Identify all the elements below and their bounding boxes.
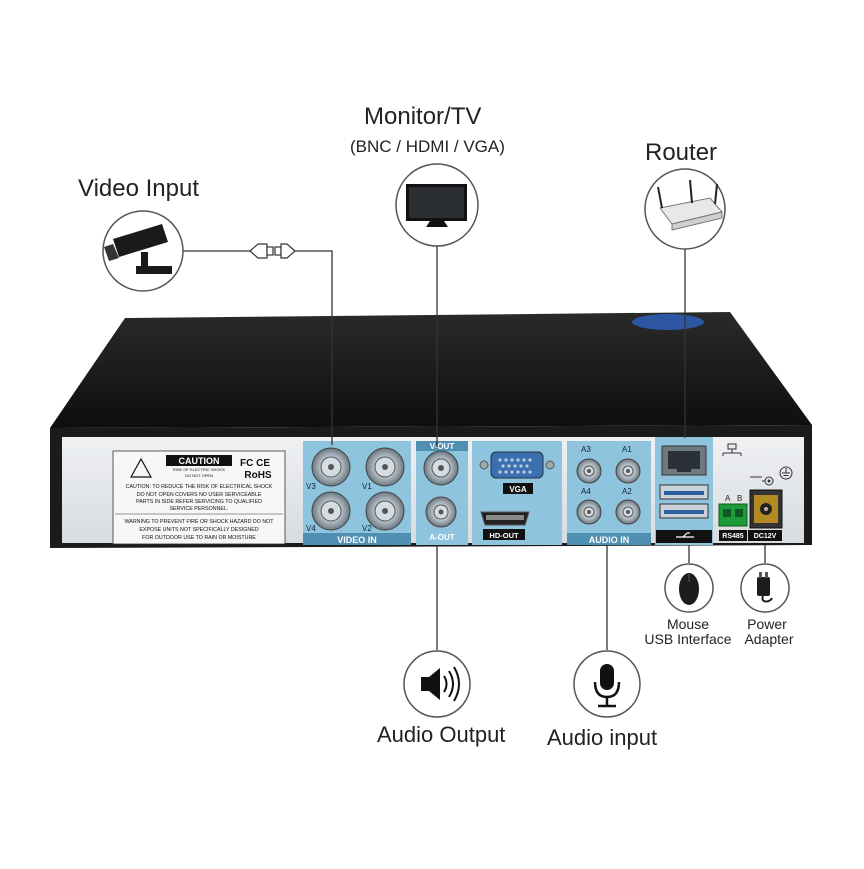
dc12v-label: DC12V	[754, 533, 777, 540]
vga-label: VGA	[509, 485, 527, 494]
svg-text:A: A	[725, 494, 731, 503]
video-input-label: Video Input	[78, 175, 199, 202]
usb-symbol-icon	[676, 532, 694, 538]
rca-port-a-out	[425, 496, 457, 528]
power-adapter-icon	[740, 563, 790, 613]
speaker-icon	[403, 650, 471, 718]
svg-text:V2: V2	[362, 524, 372, 533]
svg-text:CAUTION: TO REDUCE THE RISK OF: CAUTION: TO REDUCE THE RISK OF ELECTRICA…	[126, 484, 273, 490]
svg-text:PARTS IN SIDE REFER SERVICING: PARTS IN SIDE REFER SERVICING TO QUALIFI…	[136, 499, 262, 505]
svg-text:A1: A1	[622, 445, 632, 454]
svg-text:WARNING TO PREVENT FIRE OR SHO: WARNING TO PREVENT FIRE OR SHOCK HAZARD …	[124, 519, 274, 525]
svg-text:FOR OUTDOOR USE TO RAIN OR MOI: FOR OUTDOOR USE TO RAIN OR MOISTURE	[142, 535, 256, 541]
rs485-label: RS485	[722, 533, 744, 540]
rohs-mark: RoHS	[244, 470, 272, 481]
router-label: Router	[645, 139, 718, 166]
rca-port-a2	[615, 499, 641, 525]
monitor-tv-label: Monitor/TV	[364, 103, 482, 130]
rs485-power-ports: A B RS485 DC12V	[718, 443, 793, 541]
bnc-port-v1	[365, 447, 405, 487]
dvr-top-cover	[50, 312, 812, 428]
mouse-icon	[664, 563, 714, 613]
video-in-ports: VIDEO IN V3 V1 V4 V2	[303, 441, 411, 545]
bnc-port-v4	[311, 491, 351, 531]
bnc-port-v3	[311, 447, 351, 487]
router-icon	[644, 168, 726, 250]
audio-output-label: Audio Output	[377, 722, 506, 747]
audio-in-label: AUDIO IN	[589, 535, 630, 545]
audio-in-ports: AUDIO IN A3 A1 A4 A2	[567, 441, 651, 545]
svg-text:A4: A4	[581, 487, 591, 496]
rca-port-a3	[576, 458, 602, 484]
ground-symbol-icon	[779, 466, 793, 480]
svg-text:RISK OF ELECTRIC SHOCK: RISK OF ELECTRIC SHOCK	[173, 467, 226, 472]
rca-port-a4	[576, 499, 602, 525]
svg-text:A3: A3	[581, 445, 591, 454]
v-out-label: V-OUT	[430, 442, 455, 451]
warning-triangle-icon	[129, 457, 153, 478]
power-label: Power	[747, 616, 787, 632]
microphone-icon	[573, 650, 641, 718]
adapter-label: Adapter	[744, 631, 794, 647]
audio-input-label: Audio input	[547, 725, 658, 750]
brand-badge	[632, 314, 704, 330]
bnc-port-v-out	[423, 450, 459, 486]
a-out-label: A-OUT	[429, 533, 454, 542]
svg-text:V4: V4	[306, 524, 316, 533]
svg-text:DO NOT OPEN COVERS NO USER SER: DO NOT OPEN COVERS NO USER SERVICEABLE	[137, 492, 262, 498]
svg-text:B: B	[737, 494, 742, 503]
bnc-port-v2	[365, 491, 405, 531]
mouse-label: Mouse	[666, 616, 710, 632]
vga-hdmi-ports: VGA HD-OUT	[472, 441, 562, 545]
monitor-icon	[395, 163, 479, 247]
monitor-tv-sub-label: (BNC / HDMI / VGA)	[350, 137, 505, 156]
caution-title: CAUTION	[179, 456, 220, 466]
network-symbol-icon	[722, 443, 742, 456]
rca-port-a1	[615, 458, 641, 484]
hd-out-label: HD-OUT	[489, 531, 519, 540]
dc-polarity-icon	[750, 476, 774, 486]
svg-text:SERVICE PERSONNEL.: SERVICE PERSONNEL.	[170, 506, 229, 512]
fcc-ce-mark: FC CE	[240, 458, 270, 469]
svg-text:EXPOSE UNITS NOT SPECIFICALLY: EXPOSE UNITS NOT SPECIFICALLY DESIGNED	[139, 527, 258, 533]
bnc-cable-connector-icon	[249, 243, 296, 259]
svg-text:A2: A2	[622, 487, 632, 496]
svg-text:V1: V1	[362, 482, 372, 491]
usb-interface-label: USB Interface	[644, 631, 732, 647]
svg-text:DO NOT OPEN: DO NOT OPEN	[185, 473, 213, 478]
video-in-label: VIDEO IN	[337, 535, 377, 545]
svg-text:V3: V3	[306, 482, 316, 491]
vga-port	[490, 451, 544, 479]
lan-usb-ports	[655, 437, 713, 545]
v-out-a-out-ports: V-OUT A-OUT	[416, 441, 468, 545]
connector-lines	[183, 246, 766, 650]
camera-icon	[102, 210, 184, 292]
caution-label: CAUTION RISK OF ELECTRIC SHOCK DO NOT OP…	[112, 450, 286, 545]
